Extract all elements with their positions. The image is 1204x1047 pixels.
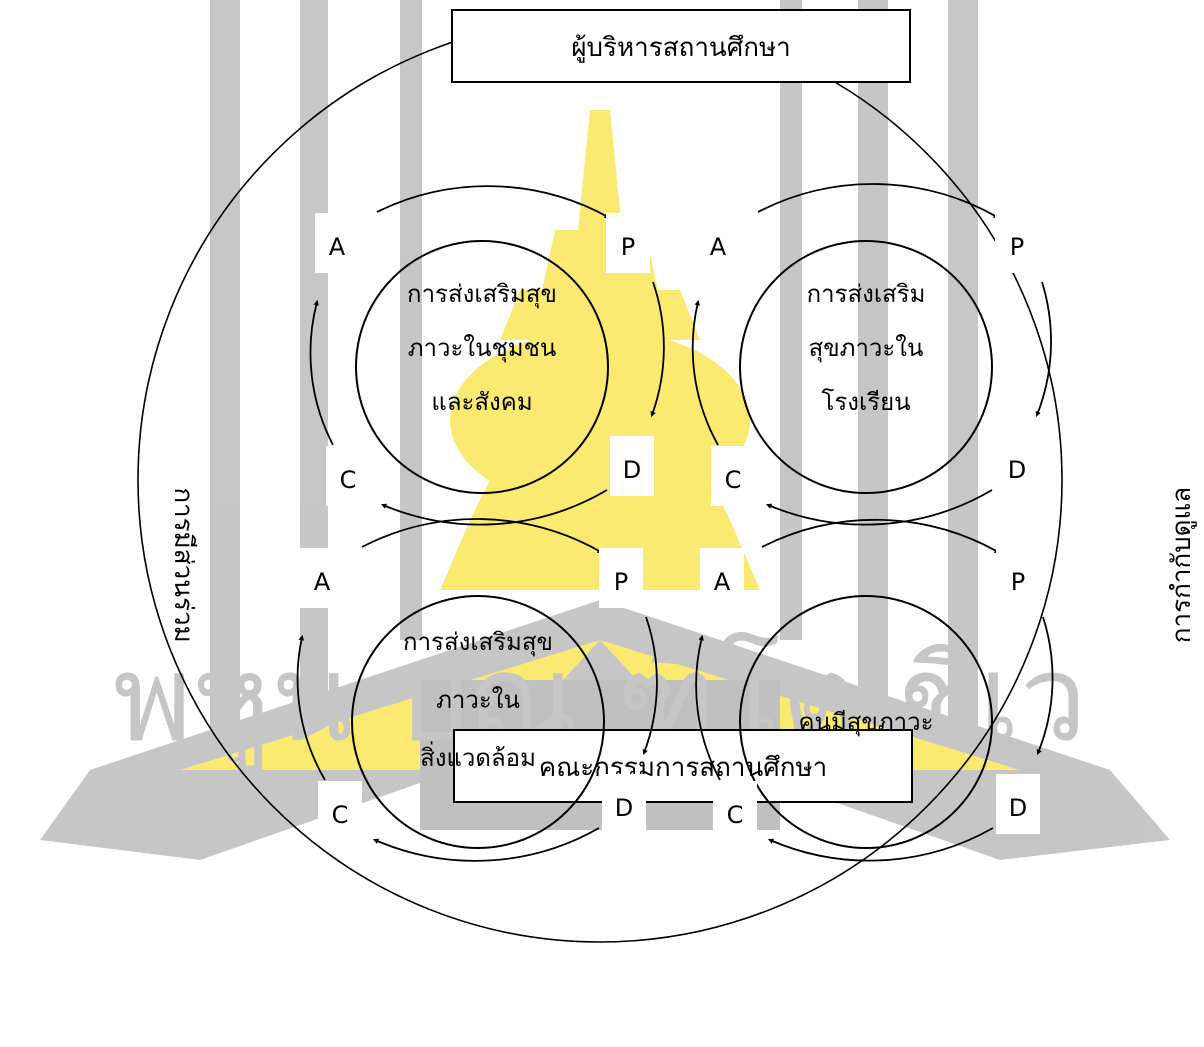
arrow-p-to-d [1036,616,1054,756]
letter-backing [711,446,755,506]
arrow-a-to-p [761,518,1000,554]
cycle-bottom-right: A P C D คนมีสุขภาวะ [695,518,1054,862]
arrow-c-to-a [691,299,719,446]
letter-backing [996,774,1040,834]
pdca-letter-c: C [725,466,742,494]
arrow-p-to-d [650,281,665,418]
letter-backing [300,548,344,608]
arrow-d-to-c [765,489,993,526]
arrow-d-to-c [380,489,608,526]
letter-backing [315,213,359,273]
letter-backing [606,213,650,273]
header-box-label: ผู้บริหารสถานศึกษา [571,33,790,63]
pdca-letter-d: D [1008,456,1026,484]
arrow-a-to-p [757,183,999,219]
letter-backing [326,446,370,506]
arrow-d-to-c [372,827,600,862]
cycle-inner-circle [355,240,609,494]
pdca-letter-p: P [621,233,635,261]
cycle-center-text: โรงเรียน [821,388,910,416]
letter-backing [599,548,643,608]
cycle-center-text: คนมีสุขภาวะ [799,708,934,737]
arrow-a-to-p [376,185,610,219]
letter-backing [700,548,744,608]
cycle-inner-circle [739,240,993,494]
pdca-letter-p: P [1011,568,1025,596]
pdca-letter-a: A [714,568,731,596]
pdca-letter-p: P [614,568,628,596]
arrow-d-to-c [767,827,994,862]
cycle-center-text: การส่งเสริม [807,280,926,308]
pdca-letter-a: A [314,568,331,596]
letter-backing [602,774,646,834]
pdca-letter-d: D [615,794,633,822]
cycle-center-text: การส่งเสริมสุข [403,628,553,657]
cycle-center-text: และสังคม [431,388,532,416]
letter-backing [318,781,362,841]
arrow-c-to-a [309,299,334,446]
letter-backing [696,213,740,273]
pdca-letter-d: D [623,456,641,484]
cycle-center-text: ภาวะในชุมชน [408,334,557,363]
pdca-letter-c: C [332,801,349,829]
footer-box: คณะกรรมการสถานศึกษา [453,729,913,803]
cycle-inner-circle [351,595,605,849]
letter-backing [995,213,1039,273]
arrow-p-to-d [642,616,658,756]
letter-backing [610,436,654,496]
pdca-letter-p: P [1010,233,1024,261]
pdca-letter-a: A [329,233,346,261]
arrow-c-to-a [695,634,721,781]
arrow-p-to-d [1035,281,1052,418]
pdca-letter-c: C [340,466,357,494]
left-side-label: การมีส่วนร่วม [168,487,198,642]
cycle-center-text: การส่งเสริมสุข [407,280,557,309]
pdca-letter-c: C [727,801,744,829]
letter-backing [713,781,757,841]
footer-box-label: คณะกรรมการสถานศึกษา [539,753,828,783]
arrow-c-to-a [296,634,326,781]
header-box: ผู้บริหารสถานศึกษา [451,9,911,83]
cycle-center-text: ภาวะใน [436,686,520,714]
letter-backing [996,548,1040,608]
right-side-label: การกำกับดูแล [1167,487,1197,643]
pdca-letter-a: A [710,233,727,261]
cycle-center-text: สุขภาวะใน [809,334,924,363]
pdca-letter-d: D [1009,794,1027,822]
arrow-a-to-p [361,518,603,554]
letter-backing [995,436,1039,496]
cycle-center-text: สิ่งแวดล้อม [420,741,536,772]
cycle-inner-circle [739,595,993,849]
